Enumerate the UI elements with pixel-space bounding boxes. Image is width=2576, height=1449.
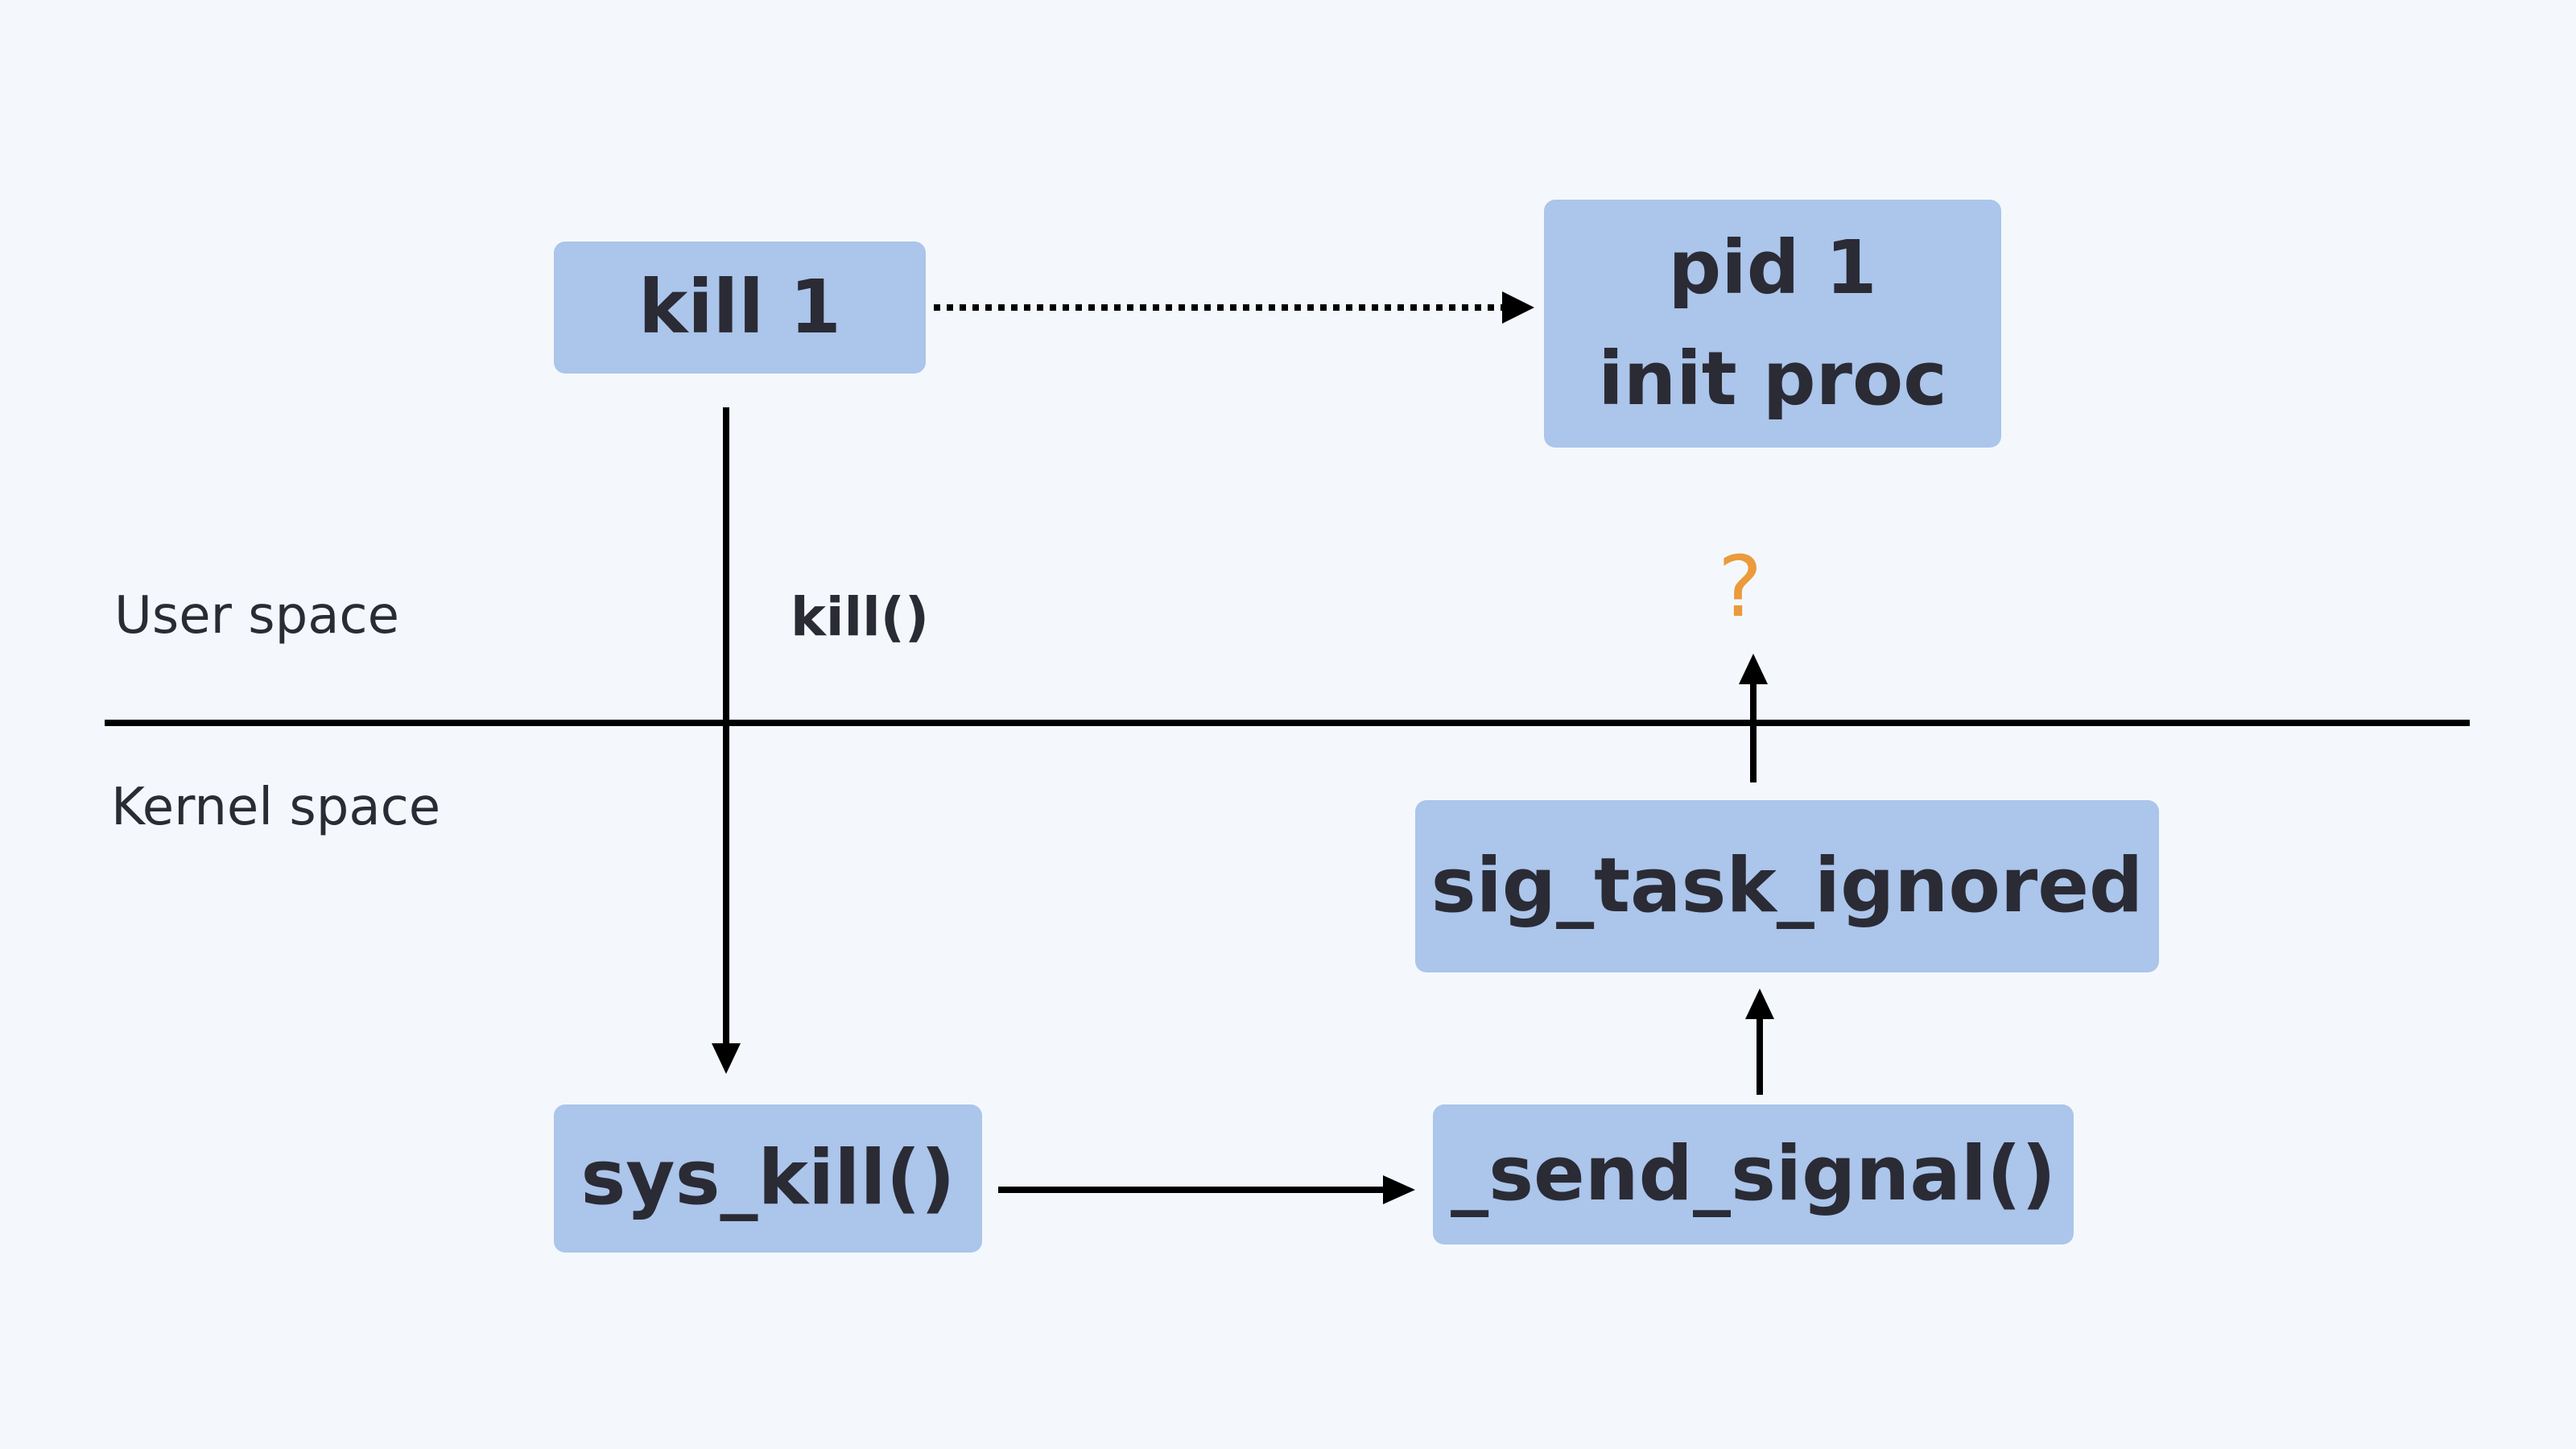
node-sys-kill-label: sys_kill() [580,1133,956,1222]
kernel-space-label: Kernel space [111,778,441,837]
node-pid1-line2: init proc [1598,336,1947,422]
node-sig-task-ignored: sig_task_ignored [1415,800,2159,972]
node-sig-task-ignored-label: sig_task_ignored [1430,841,2144,930]
syscall-label: kill() [791,586,930,648]
question-mark: ? [1718,538,1763,636]
node-send-signal: _send_signal() [1433,1104,2074,1245]
arrow-sendsignal-to-sigtask-head [1745,989,1774,1019]
arrow-kill-to-syskill-head [712,1043,741,1074]
node-send-signal-label: _send_signal() [1451,1129,2056,1218]
node-kill-command-label: kill 1 [638,264,841,351]
node-pid1-line1: pid 1 [1668,225,1877,311]
dotted-arrowhead [1502,291,1534,324]
node-sys-kill: sys_kill() [554,1104,982,1253]
node-kill-command: kill 1 [554,242,926,374]
arrow-sigtask-to-question-head [1739,654,1768,684]
user-space-label: User space [114,586,399,646]
arrow-syskill-to-sendsignal-head [1383,1175,1415,1204]
node-pid1-init-proc: pid 1 init proc [1544,200,2001,448]
